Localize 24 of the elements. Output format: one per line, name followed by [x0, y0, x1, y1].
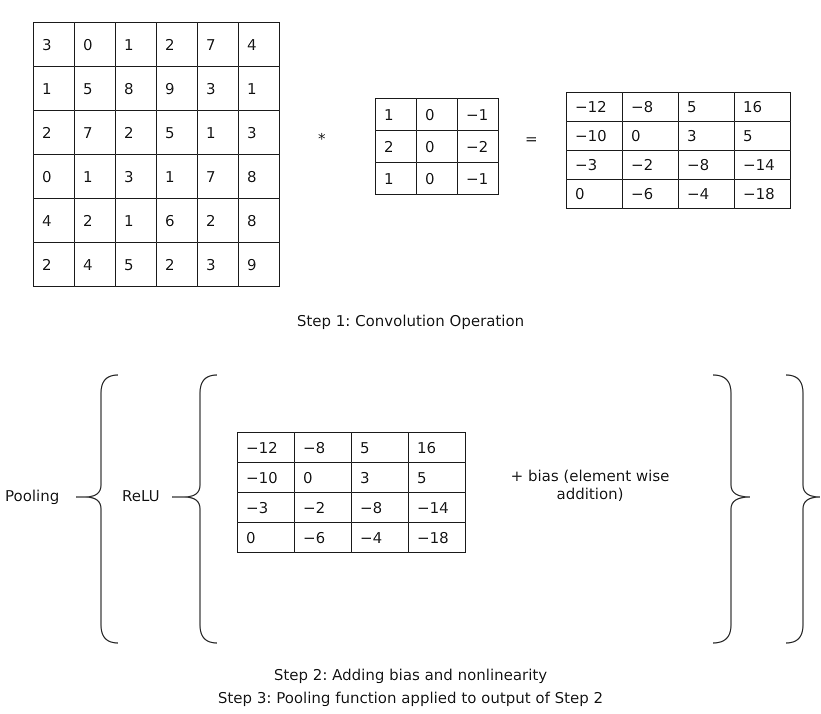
matrix-cell: −18: [408, 522, 466, 553]
operator-symbol: =: [525, 130, 538, 148]
matrix-cell: 1: [375, 162, 417, 195]
matrix-cell: 1: [375, 98, 417, 131]
matrix-cell: 16: [734, 92, 791, 122]
matrix-cell: −1: [457, 162, 499, 195]
matrix-cell: 0: [566, 179, 623, 209]
matrix-cell: 3: [33, 22, 75, 67]
matrix-cell: −12: [566, 92, 623, 122]
bias-note: + bias (element wise addition): [510, 467, 670, 503]
matrix-cell: 2: [33, 242, 75, 287]
step-caption: Step 1: Convolution Operation: [296, 312, 524, 330]
relu-label: ReLU: [122, 487, 160, 505]
matrix-cell: −18: [734, 179, 791, 209]
matrix-cell: 9: [238, 242, 280, 287]
matrix-cell: −12: [237, 432, 295, 463]
step-caption: Step 3: Pooling function applied to output of Step 2: [218, 689, 604, 707]
matrix-cell: 4: [238, 22, 280, 67]
matrix-cell: 16: [408, 432, 466, 463]
operator-symbol: *: [318, 130, 326, 148]
pooling-label: Pooling: [5, 487, 60, 505]
step-caption: Step 2: Adding bias and nonlinearity: [274, 666, 548, 684]
matrix-cell: −1: [457, 98, 499, 131]
matrix-cell: 0: [237, 522, 295, 553]
